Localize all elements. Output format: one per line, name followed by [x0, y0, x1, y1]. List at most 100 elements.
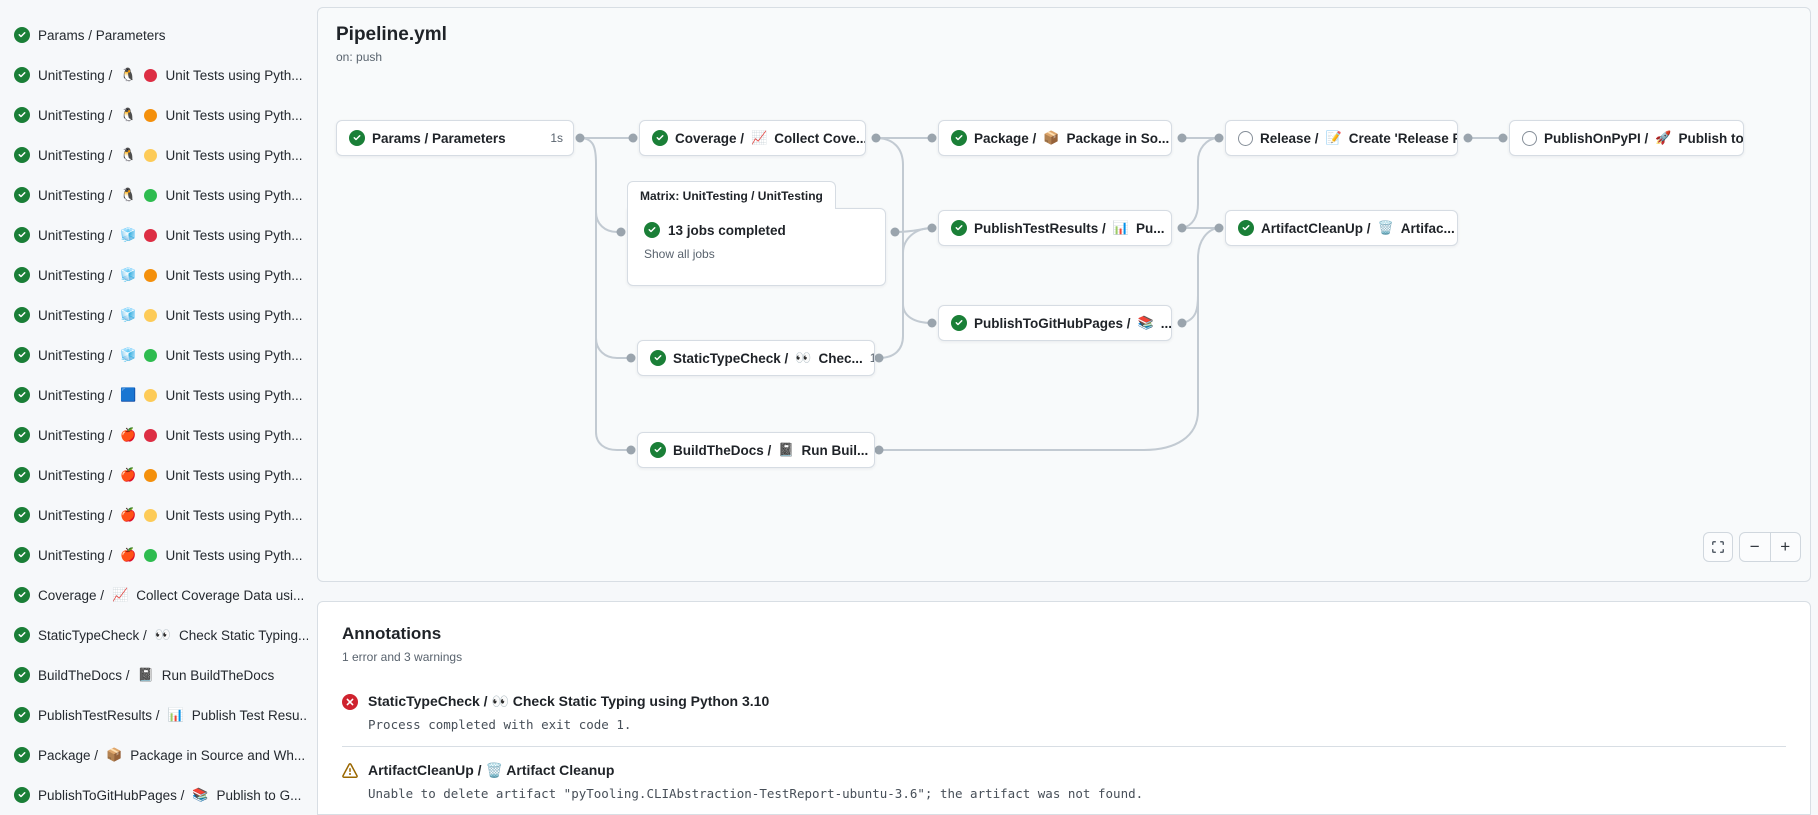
success-check-icon: [14, 387, 30, 403]
job-label: Unit Tests using Pyth...: [165, 67, 303, 83]
node-name: PublishTestResults /: [974, 220, 1106, 236]
success-check-icon: [14, 547, 30, 563]
job-name: UnitTesting /: [38, 67, 113, 83]
success-check-icon: [14, 307, 30, 323]
sidebar-job-item[interactable]: Coverage / 📈 Collect Coverage Data usi..…: [0, 575, 308, 615]
job-emoji-icon: 📦: [106, 747, 123, 762]
fullscreen-icon: [1712, 541, 1724, 553]
zoom-out-button[interactable]: −: [1740, 533, 1770, 561]
job-emoji-icon: 📊: [167, 707, 184, 722]
annotation-error-link[interactable]: StaticTypeCheck / 👀 Check Static Typing …: [342, 693, 1786, 710]
success-check-icon: [951, 315, 967, 331]
success-check-icon: [14, 347, 30, 363]
sidebar-job-item[interactable]: Package / 📦 Package in Source and Wh...: [0, 735, 308, 775]
node-name: Coverage /: [675, 130, 745, 146]
workflow-graph-card: Pipeline.yml on: push: [317, 7, 1811, 582]
graph-node-publish-test-results[interactable]: PublishTestResults / 📊 Pu... 17s: [938, 210, 1172, 246]
annotations-title: Annotations: [342, 624, 442, 643]
job-label: Publish Test Resu...: [191, 707, 308, 723]
sidebar-job-item[interactable]: StaticTypeCheck / 👀 Check Static Typing.…: [0, 615, 308, 655]
job-emoji-icon: 🍎: [120, 507, 137, 522]
job-name: Params / Parameters: [38, 27, 166, 43]
job-emoji-icon: 🟦: [120, 387, 137, 402]
job-emoji-icon: 🧊: [120, 267, 137, 282]
node-name: Package /: [974, 130, 1037, 146]
fullscreen-button[interactable]: [1703, 532, 1733, 562]
success-check-icon: [644, 222, 660, 238]
sidebar-job-item[interactable]: UnitTesting / 🍎 Unit Tests using Pyth...: [0, 455, 308, 495]
python-version-dot-icon: [144, 108, 158, 122]
success-check-icon: [14, 27, 30, 43]
job-label: Unit Tests using Pyth...: [165, 307, 303, 323]
node-duration: 1s: [550, 131, 563, 145]
job-label: Unit Tests using Pyth...: [165, 147, 303, 163]
job-label: Unit Tests using Pyth...: [165, 187, 303, 203]
sidebar-job-item[interactable]: PublishToGitHubPages / 📚 Publish to G...: [0, 775, 308, 815]
success-check-icon: [14, 787, 30, 803]
sidebar-job-item[interactable]: UnitTesting / 🍎 Unit Tests using Pyth...: [0, 535, 308, 575]
graph-node-publish-to-github-pages[interactable]: PublishToGitHubPages / 📚 ... 13s: [938, 305, 1172, 341]
graph-node-params[interactable]: Params / Parameters 1s: [336, 120, 574, 156]
sidebar-job-item[interactable]: UnitTesting / 🧊 Unit Tests using Pyth...: [0, 215, 308, 255]
matrix-node[interactable]: 13 jobs completed Show all jobs: [627, 208, 886, 286]
success-check-icon: [14, 507, 30, 523]
python-version-dot-icon: [144, 68, 158, 82]
success-check-icon: [14, 427, 30, 443]
sidebar-job-item[interactable]: UnitTesting / 🧊 Unit Tests using Pyth...: [0, 335, 308, 375]
job-name: UnitTesting /: [38, 507, 113, 523]
job-label: Unit Tests using Pyth...: [165, 387, 303, 403]
job-label: Package in Source and Wh...: [130, 747, 306, 763]
job-emoji-icon: 🧊: [120, 307, 137, 322]
sidebar-job-item[interactable]: UnitTesting / 🍎 Unit Tests using Pyth...: [0, 495, 308, 535]
zoom-in-button[interactable]: +: [1769, 533, 1801, 561]
node-name: Params / Parameters: [372, 130, 506, 146]
sidebar-job-item[interactable]: UnitTesting / 🐧 Unit Tests using Pyth...: [0, 175, 308, 215]
python-version-dot-icon: [144, 508, 158, 522]
graph-node-coverage[interactable]: Coverage / 📈 Collect Cove... 25s: [639, 120, 866, 156]
sidebar-job-item[interactable]: BuildTheDocs / 📓 Run BuildTheDocs: [0, 655, 308, 695]
graph-node-publish-on-pypi[interactable]: PublishOnPyPI / 🚀 Publish to ...: [1509, 120, 1744, 156]
sidebar-job-item[interactable]: UnitTesting / 🐧 Unit Tests using Pyth...: [0, 135, 308, 175]
annotation-warning-row: ArtifactCleanUp / 🗑️ Artifact Cleanup Un…: [342, 746, 1786, 814]
sidebar-job-item[interactable]: UnitTesting / 🐧 Unit Tests using Pyth...: [0, 55, 308, 95]
matrix-status-text: 13 jobs completed: [668, 222, 786, 238]
python-version-dot-icon: [144, 188, 158, 202]
sidebar-job-item[interactable]: UnitTesting / 🧊 Unit Tests using Pyth...: [0, 295, 308, 335]
python-version-dot-icon: [144, 308, 158, 322]
job-emoji-icon: 🐧: [120, 147, 137, 162]
matrix-tab[interactable]: Matrix: UnitTesting / UnitTesting: [627, 181, 836, 209]
job-emoji-icon: 🧊: [120, 227, 137, 242]
graph-node-build-the-docs[interactable]: BuildTheDocs / 📓 Run Buil... 47s: [637, 432, 875, 468]
success-check-icon: [1238, 220, 1254, 236]
show-all-jobs-link[interactable]: Show all jobs: [644, 247, 715, 261]
node-duration: 13s: [870, 351, 874, 365]
graph-node-release[interactable]: Release / 📝 Create 'Release P...: [1225, 120, 1458, 156]
success-check-icon: [652, 130, 668, 146]
job-name: BuildTheDocs /: [38, 667, 130, 683]
sidebar-job-item[interactable]: UnitTesting / 🐧 Unit Tests using Pyth...: [0, 95, 308, 135]
annotation-error-row: StaticTypeCheck / 👀 Check Static Typing …: [342, 678, 1786, 746]
sidebar-job-item[interactable]: UnitTesting / 🧊 Unit Tests using Pyth...: [0, 255, 308, 295]
success-check-icon: [14, 267, 30, 283]
success-check-icon: [14, 187, 30, 203]
graph-node-package[interactable]: Package / 📦 Package in So... 25s: [938, 120, 1172, 156]
sidebar-job-item[interactable]: UnitTesting / 🟦 Unit Tests using Pyth...: [0, 375, 308, 415]
sidebar-job-item[interactable]: UnitTesting / 🍎 Unit Tests using Pyth...: [0, 415, 308, 455]
success-check-icon: [951, 220, 967, 236]
node-name: StaticTypeCheck /: [673, 350, 789, 366]
job-name: PublishToGitHubPages /: [38, 787, 185, 803]
job-emoji-icon: 🍎: [120, 467, 137, 482]
success-check-icon: [14, 587, 30, 603]
graph-node-static-type-check[interactable]: StaticTypeCheck / 👀 Chec... 13s: [637, 340, 875, 376]
graph-node-artifact-cleanup[interactable]: ArtifactCleanUp / 🗑️ Artifac... 3s: [1225, 210, 1458, 246]
success-check-icon: [14, 67, 30, 83]
sidebar-job-item[interactable]: PublishTestResults / 📊 Publish Test Resu…: [0, 695, 308, 735]
annotation-warning-link[interactable]: ArtifactCleanUp / 🗑️ Artifact Cleanup: [342, 762, 1786, 779]
success-check-icon: [14, 227, 30, 243]
job-emoji-icon: 🍎: [120, 427, 137, 442]
python-version-dot-icon: [144, 348, 158, 362]
sidebar-job-item[interactable]: Params / Parameters: [0, 15, 308, 55]
job-name: UnitTesting /: [38, 387, 113, 403]
job-label: Unit Tests using Pyth...: [165, 267, 303, 283]
annotations-card: Annotations 1 error and 3 warnings Stati…: [317, 601, 1811, 815]
